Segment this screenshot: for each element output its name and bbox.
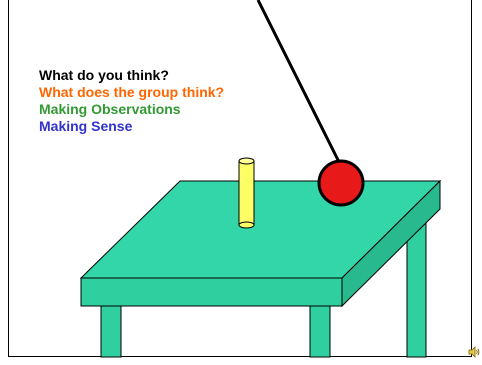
table-leg-front-right	[309, 305, 331, 358]
table-front-edge	[80, 277, 343, 307]
pendulum-string	[256, 0, 343, 167]
prompt-what-do-you-think: What do you think?	[39, 67, 169, 83]
pendulum-ball	[317, 159, 365, 207]
prompt-making-observations: Making Observations	[39, 101, 181, 117]
prompt-making-sense: Making Sense	[39, 118, 133, 134]
prompt-what-does-group-think: What does the group think?	[39, 84, 225, 100]
table-top	[79, 180, 442, 279]
slide-frame	[8, 0, 472, 357]
yellow-rod	[238, 160, 255, 226]
table-leg-front-left	[100, 305, 122, 358]
speaker-icon[interactable]	[468, 346, 480, 358]
yellow-rod-base	[238, 221, 255, 229]
yellow-rod-top	[238, 157, 255, 165]
